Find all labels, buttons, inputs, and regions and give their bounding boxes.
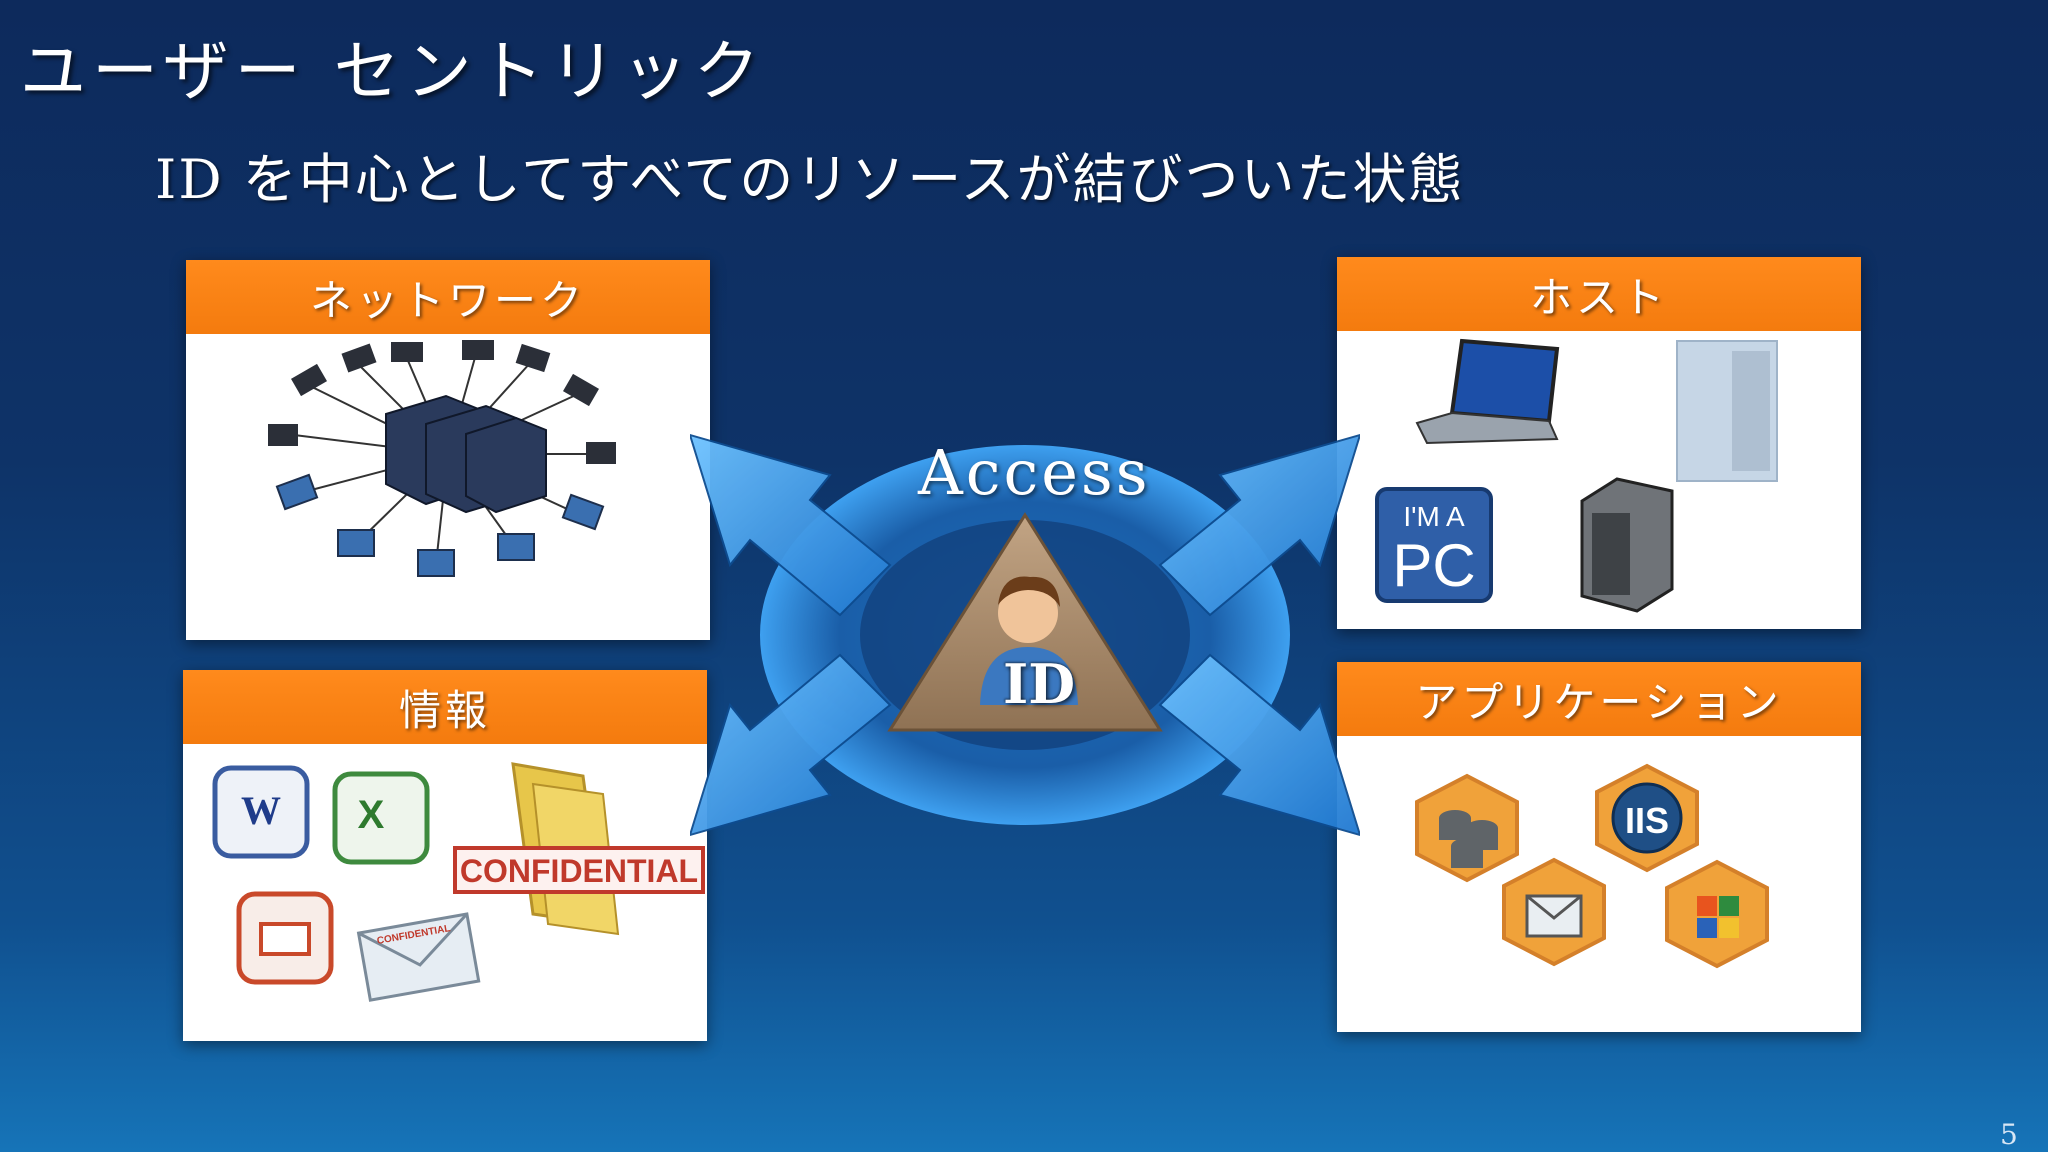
host-icons: I'M A PC xyxy=(1375,338,1778,613)
excel-document-icon: X xyxy=(332,771,430,865)
id-label: ID xyxy=(1003,652,1076,716)
confidential-folder-icon: CONFIDENTIAL xyxy=(453,762,705,936)
apps-panel-title: アプリケーション xyxy=(1337,662,1861,736)
access-diagram xyxy=(690,433,1360,837)
info-panel-title: 情報 xyxy=(183,670,707,744)
network-panel: ネットワーク xyxy=(186,260,710,640)
word-document-icon: W xyxy=(212,765,310,859)
svg-text:CONFIDENTIAL: CONFIDENTIAL xyxy=(460,853,698,889)
info-icons: W X CONFIDENTIAL CONFIDENTIAL xyxy=(212,762,705,1002)
im-a-pc-logo: I'M A PC xyxy=(1375,487,1493,603)
arrow-to-apps xyxy=(1158,653,1360,837)
svg-text:W: W xyxy=(241,788,281,833)
arrow-to-info xyxy=(690,653,892,837)
user-icon xyxy=(980,576,1078,705)
page-subtitle: ID を中心としてすべてのリソースが結びついた状態 xyxy=(155,148,1465,211)
info-panel: 情報 W X CONFIDENTIAL xyxy=(183,670,707,1041)
apps-panel-body: IIS xyxy=(1337,736,1861,1032)
page-number: 5 xyxy=(2000,1118,2018,1151)
arrow-to-host xyxy=(1158,433,1360,617)
network-panel-body xyxy=(186,334,710,640)
confidential-envelope-icon: CONFIDENTIAL xyxy=(356,912,481,1002)
network-panel-title: ネットワーク xyxy=(186,260,710,334)
tower-server-icon xyxy=(1676,340,1778,482)
svg-text:PC: PC xyxy=(1392,532,1475,599)
host-panel: ホスト I'M A PC xyxy=(1337,257,1861,629)
network-diagram-icon xyxy=(268,340,616,577)
laptop-icon xyxy=(1415,338,1560,445)
host-panel-title: ホスト xyxy=(1337,257,1861,331)
info-panel-body: W X CONFIDENTIAL CONFIDENTIAL xyxy=(183,744,707,1041)
svg-text:I'M A: I'M A xyxy=(1403,501,1465,532)
apps-icons: IIS xyxy=(1415,763,1769,969)
powerpoint-document-icon xyxy=(236,891,334,985)
svg-text:IIS: IIS xyxy=(1625,800,1669,841)
host-panel-body: I'M A PC xyxy=(1337,331,1861,629)
apps-panel: アプリケーション IIS xyxy=(1337,662,1861,1032)
access-label: Access xyxy=(918,436,1151,509)
rack-server-icon xyxy=(1580,477,1674,613)
arrow-to-network xyxy=(690,433,892,617)
page-title: ユーザー セントリック xyxy=(20,33,766,110)
svg-text:X: X xyxy=(358,793,385,837)
